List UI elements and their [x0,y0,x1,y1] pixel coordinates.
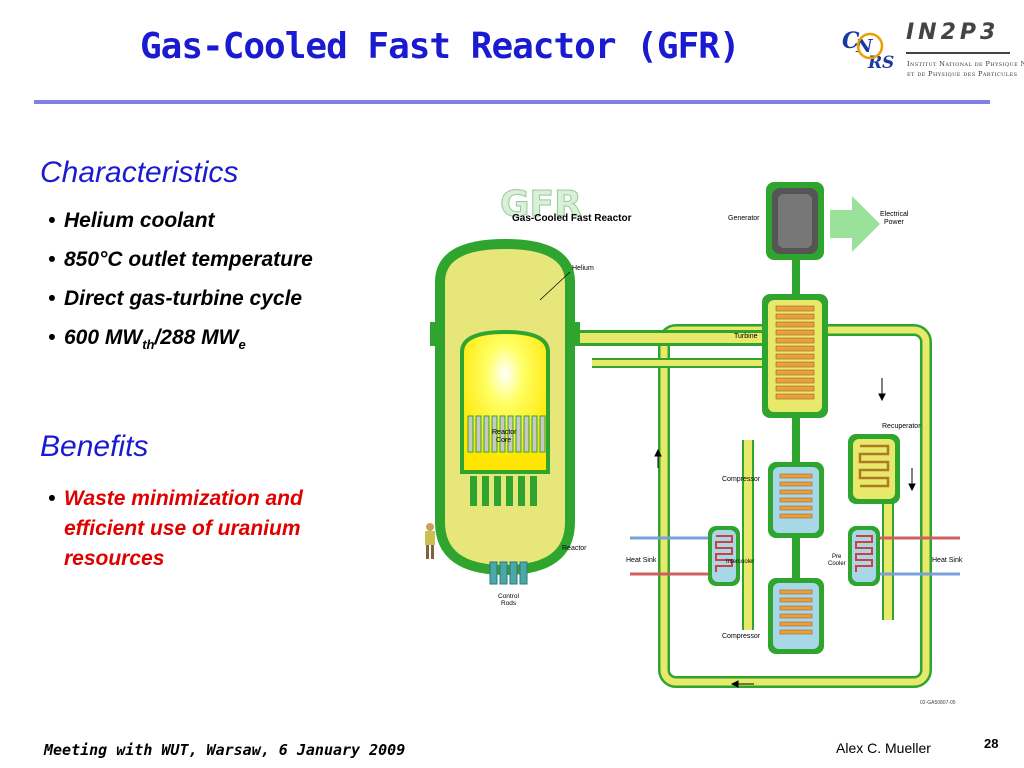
list-item: •Helium coolant [48,209,215,232]
cnrs-logo-icon: C N R S [842,28,894,73]
logo-subtitle-1: Institut National de Physique Nucléaire [907,60,1024,68]
footer-author: Alex C. Mueller [836,740,931,756]
reactor-label: Reactor [562,545,587,552]
benefits-list: •Waste minimization and efficient use of… [48,484,378,587]
svg-text:S: S [882,53,894,73]
control-rods-label-2: Rods [501,600,517,607]
recuperator-label: Recuperator [882,423,921,430]
title-divider [34,100,990,104]
slide-title: Gas-Cooled Fast Reactor (GFR) [140,26,741,67]
list-item: •Waste minimization and efficient use of… [48,487,303,570]
footer-meeting: Meeting with WUT, Warsaw, 6 January 2009 [44,741,406,759]
gfr-logo-text: GFR [500,184,582,225]
helium-label: Helium [572,265,594,272]
reactor-core-label-1: Reactor [492,429,517,436]
page-number: 28 [984,736,999,751]
characteristics-list: •Helium coolant •850°C outlet temperatur… [48,208,313,371]
turbine-shaft [792,252,800,632]
turbine-label: Turbine [734,333,758,340]
control-rods-label-1: Control [498,593,520,600]
pre-cooler-label-2: Cooler [828,561,846,567]
benefits-heading: Benefits [40,430,149,463]
compressor-bottom-label: Compressor [722,633,761,640]
electrical-power-label-1: Electrical [880,211,909,218]
in2p3-wordmark: IN2P3 [906,20,1000,45]
svg-text:C: C [842,28,860,54]
list-item: •Direct gas-turbine cycle [48,287,303,310]
electrical-power-label-2: Power [884,219,905,226]
pre-cooler-label-1: Pre [832,554,842,560]
characteristics-heading: Characteristics [40,156,239,189]
logo-subtitle-2: et de Physique des Particules [907,70,1018,78]
logo-divider [906,52,1010,54]
gfr-schematic: GFR Gas-Cooled Fast Reactor Reactor Core… [425,182,963,706]
diagram-subtitle: Gas-Cooled Fast Reactor [512,213,632,224]
heat-sink-right-label: Heat Sink [932,557,963,564]
reactor-core-label-2: Core [496,437,511,444]
figure-code: 02-GA50807-05 [920,700,956,706]
person-icon [425,523,435,559]
list-item: •600 MWth/288 MWe [48,326,246,353]
intercooler-label: Intercooler [726,559,754,565]
heat-sink-left-label: Heat Sink [626,557,657,564]
in2p3-logo: C N R S IN2P3 Institut National de Physi… [840,16,1024,86]
compressor-top-label: Compressor [722,476,761,483]
list-item: •850°C outlet temperature [48,248,313,271]
generator-label: Generator [728,215,760,222]
electrical-power-arrow [830,196,880,252]
